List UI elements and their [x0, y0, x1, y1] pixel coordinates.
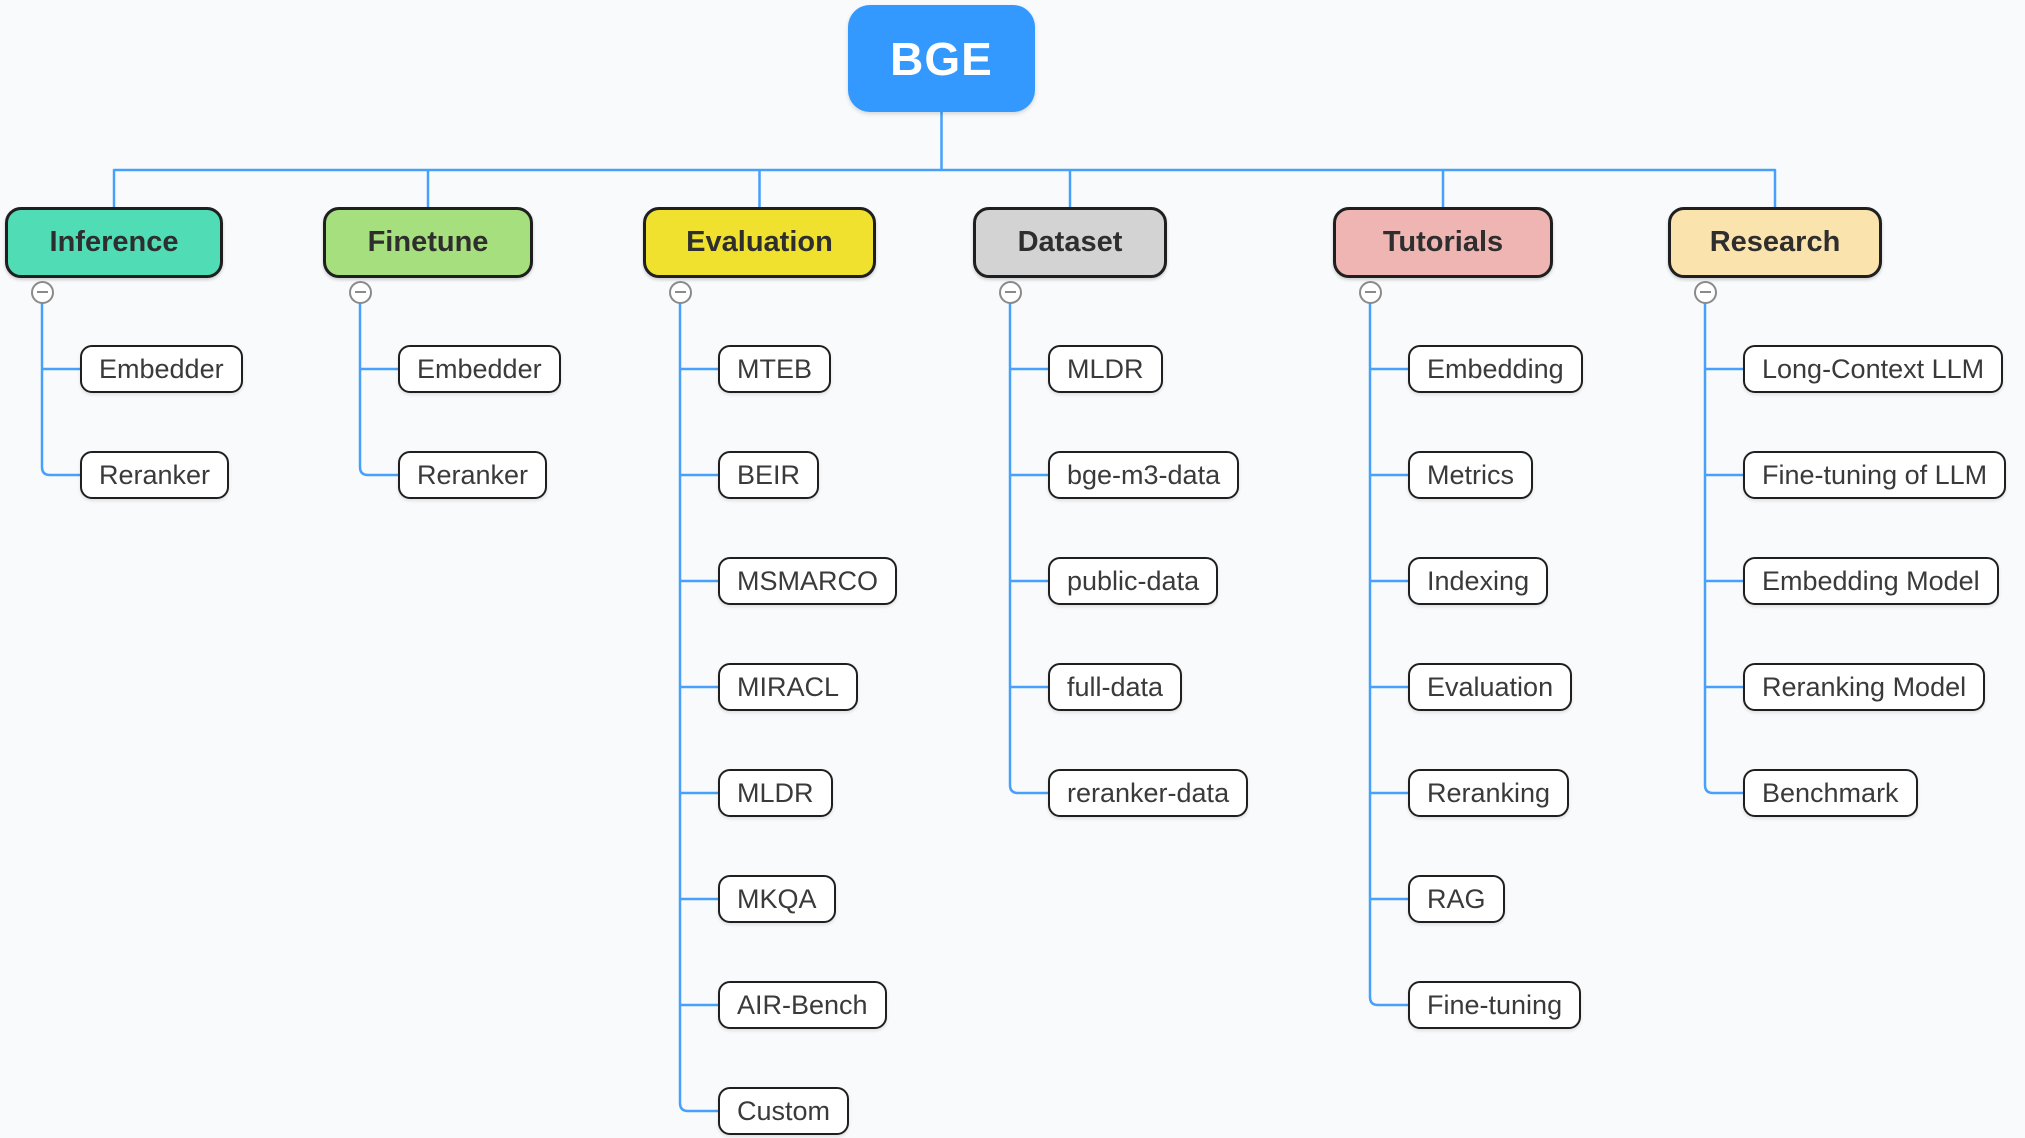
child-node-long-context-llm[interactable]: Long-Context LLM: [1743, 345, 2004, 393]
minus-glyph: [354, 291, 366, 293]
minus-glyph: [674, 291, 686, 293]
branch-node-evaluation[interactable]: Evaluation: [643, 207, 876, 278]
child-node-reranker[interactable]: Reranker: [80, 451, 230, 499]
child-node-indexing[interactable]: Indexing: [1408, 557, 1549, 605]
child-node-benchmark[interactable]: Benchmark: [1743, 769, 1918, 817]
minus-glyph: [1364, 291, 1376, 293]
child-node-reranker-data[interactable]: reranker-data: [1048, 769, 1249, 817]
branch-node-dataset[interactable]: Dataset: [973, 207, 1167, 278]
child-node-mteb[interactable]: MTEB: [718, 345, 832, 393]
root-node-bge[interactable]: BGE: [848, 5, 1035, 112]
child-node-embedding-model[interactable]: Embedding Model: [1743, 557, 1999, 605]
child-node-embedder[interactable]: Embedder: [398, 345, 561, 393]
minus-glyph: [1699, 291, 1711, 293]
child-node-full-data[interactable]: full-data: [1048, 663, 1183, 711]
child-node-mldr[interactable]: MLDR: [718, 769, 833, 817]
collapse-minus-icon[interactable]: [998, 280, 1022, 304]
collapse-minus-icon[interactable]: [1693, 280, 1717, 304]
child-node-evaluation[interactable]: Evaluation: [1408, 663, 1573, 711]
collapse-minus-icon[interactable]: [1358, 280, 1382, 304]
child-node-reranker[interactable]: Reranker: [398, 451, 548, 499]
collapse-minus-icon[interactable]: [30, 280, 54, 304]
child-node-embedding[interactable]: Embedding: [1408, 345, 1583, 393]
child-node-rag[interactable]: RAG: [1408, 875, 1505, 923]
child-node-fine-tuning[interactable]: Fine-tuning: [1408, 981, 1582, 1029]
child-node-metrics[interactable]: Metrics: [1408, 451, 1533, 499]
child-node-reranking-model[interactable]: Reranking Model: [1743, 663, 1986, 711]
child-node-air-bench[interactable]: AIR-Bench: [718, 981, 887, 1029]
branch-node-tutorials[interactable]: Tutorials: [1333, 207, 1553, 278]
child-node-msmarco[interactable]: MSMARCO: [718, 557, 897, 605]
child-node-custom[interactable]: Custom: [718, 1087, 850, 1135]
branch-node-research[interactable]: Research: [1668, 207, 1882, 278]
child-node-beir[interactable]: BEIR: [718, 451, 820, 499]
branch-node-inference[interactable]: Inference: [5, 207, 223, 278]
child-node-mkqa[interactable]: MKQA: [718, 875, 836, 923]
branch-node-finetune[interactable]: Finetune: [323, 207, 533, 278]
child-node-public-data[interactable]: public-data: [1048, 557, 1219, 605]
collapse-minus-icon[interactable]: [668, 280, 692, 304]
child-node-miracl[interactable]: MIRACL: [718, 663, 859, 711]
child-node-reranking[interactable]: Reranking: [1408, 769, 1570, 817]
minus-glyph: [1004, 291, 1016, 293]
child-node-bge-m3-data[interactable]: bge-m3-data: [1048, 451, 1240, 499]
minus-glyph: [36, 291, 48, 293]
child-node-embedder[interactable]: Embedder: [80, 345, 243, 393]
collapse-minus-icon[interactable]: [348, 280, 372, 304]
child-node-fine-tuning-of-llm[interactable]: Fine-tuning of LLM: [1743, 451, 2007, 499]
child-node-mldr[interactable]: MLDR: [1048, 345, 1163, 393]
